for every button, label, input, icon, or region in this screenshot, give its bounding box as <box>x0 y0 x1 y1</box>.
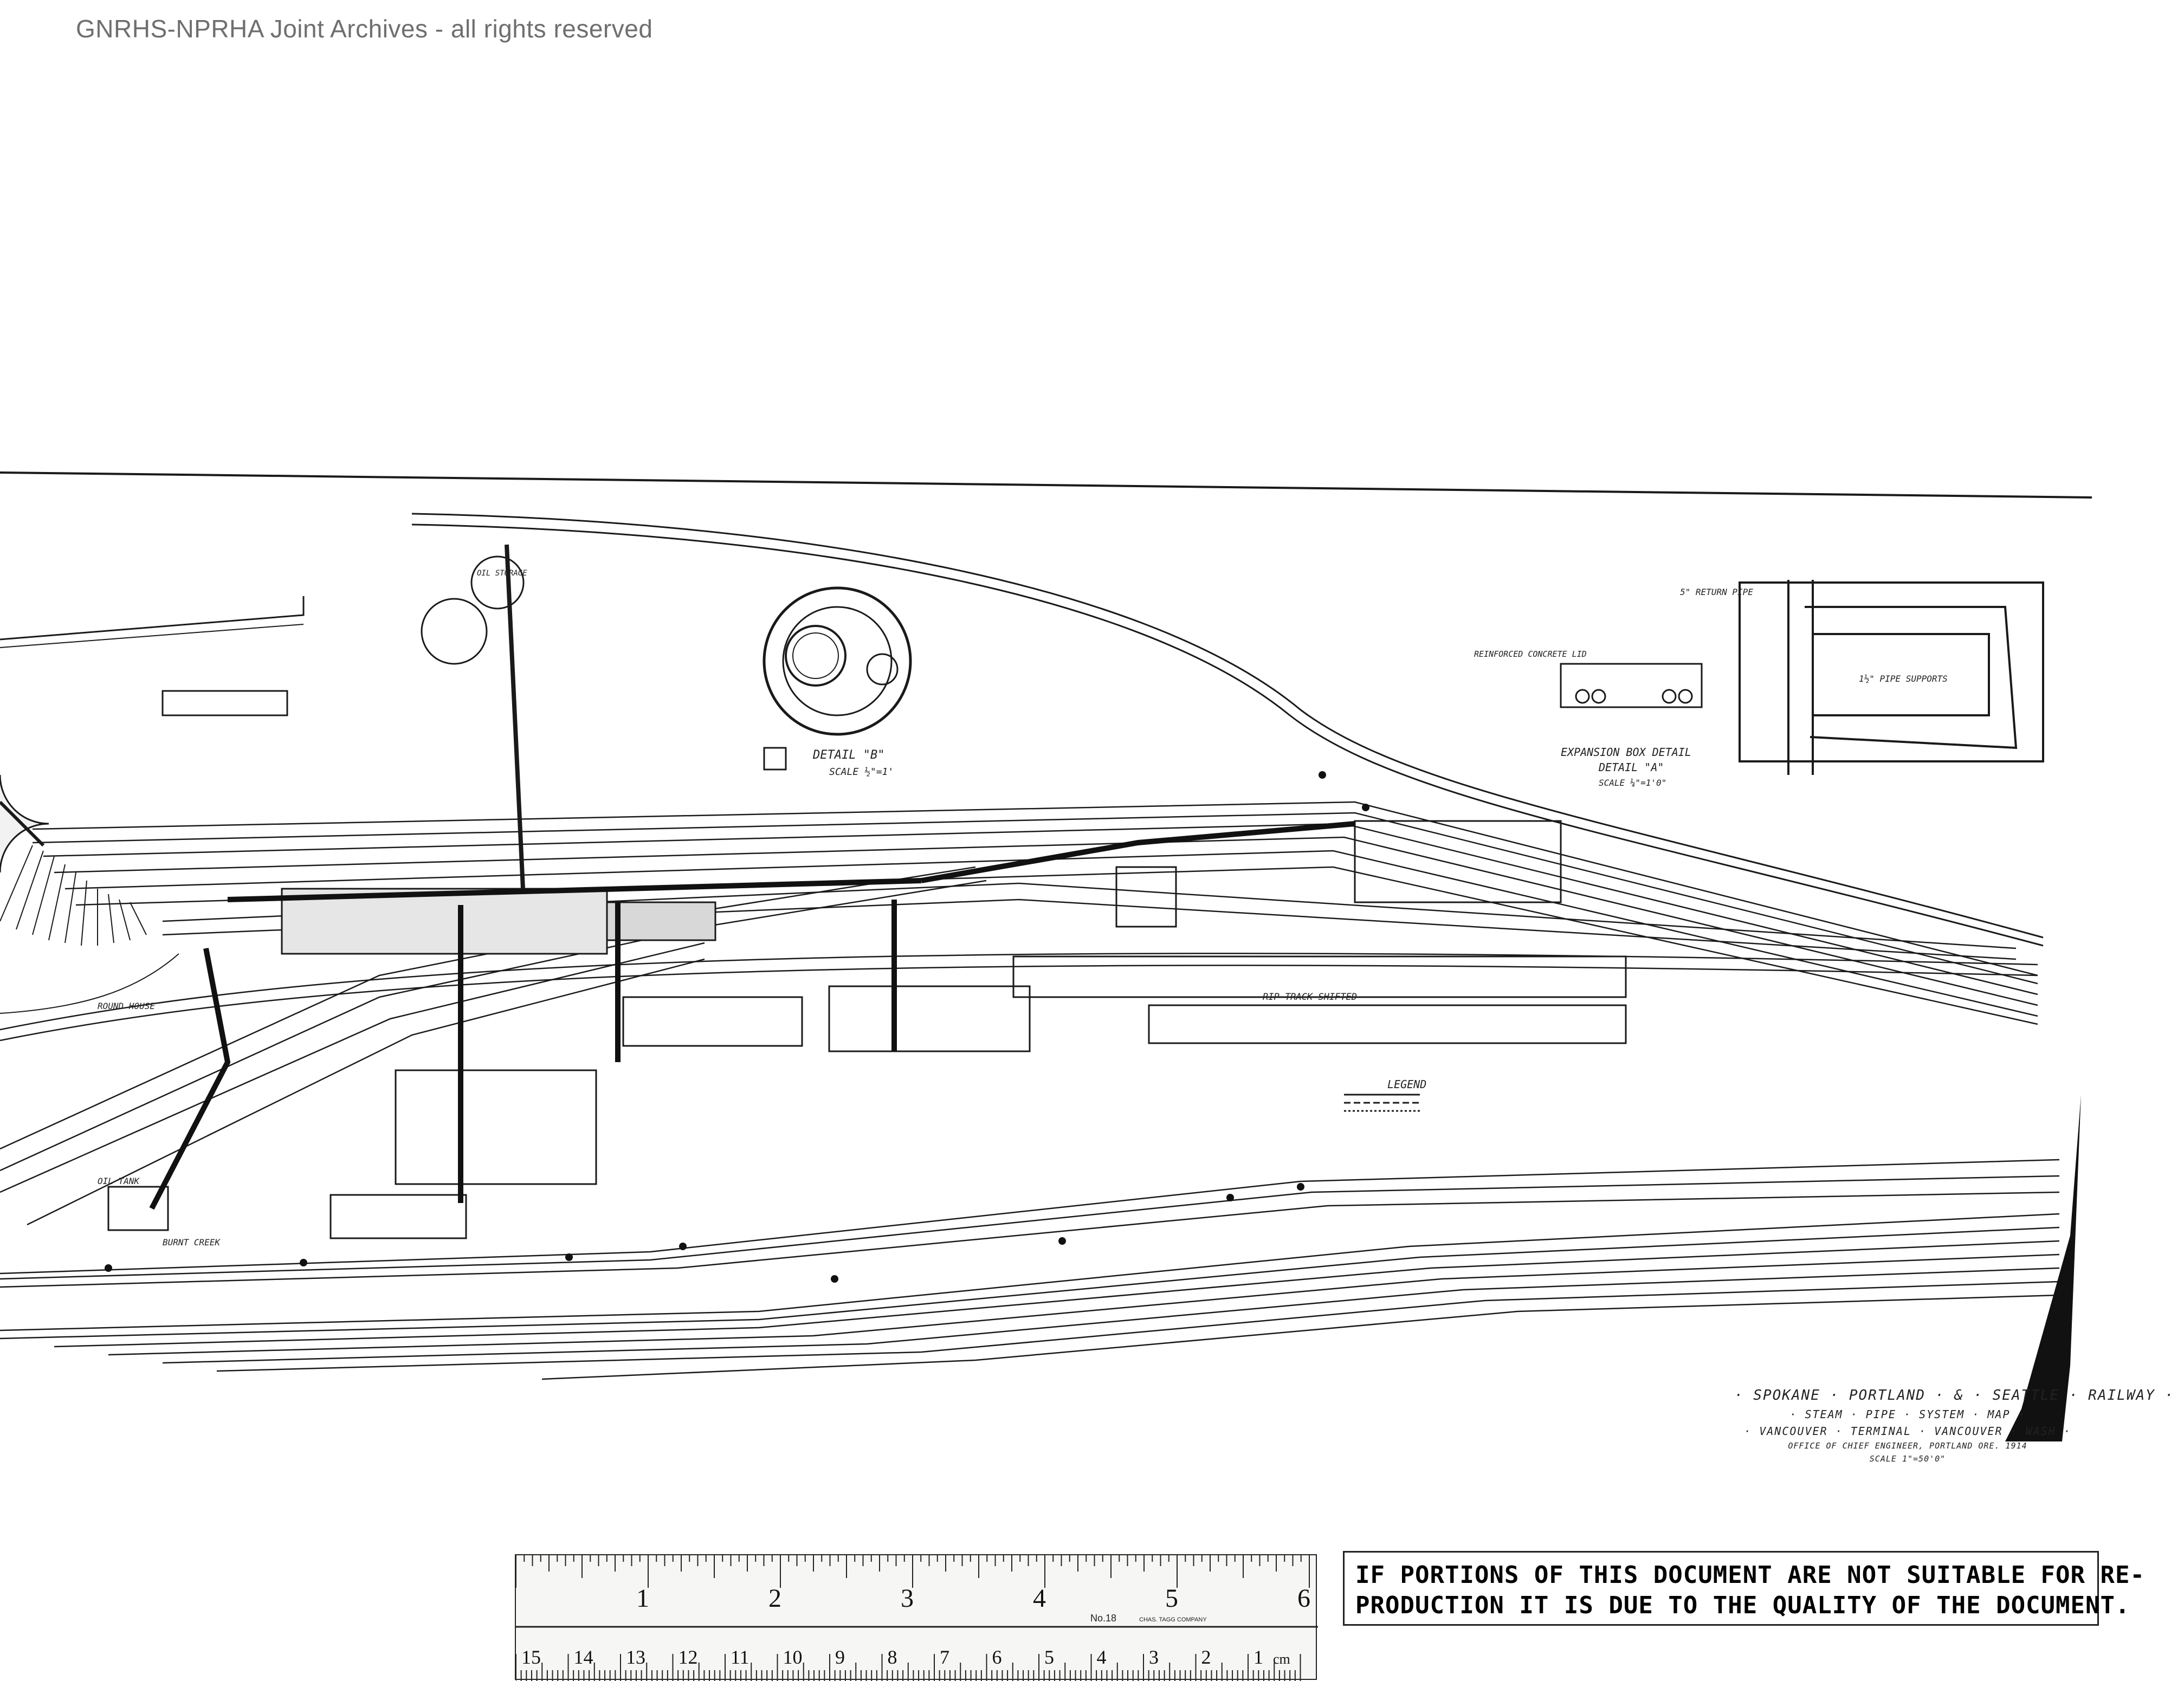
title-location: · VANCOUVER · TERMINAL · VANCOUVER · WAS… <box>1744 1425 2071 1438</box>
round-house-label: ROUND HOUSE <box>98 1001 155 1011</box>
cm-number: 5 <box>1044 1646 1054 1668</box>
inch-number: 6 <box>1297 1584 1310 1613</box>
inch-number: 4 <box>1033 1584 1046 1613</box>
cm-number: 12 <box>679 1646 698 1668</box>
cm-number: 6 <box>992 1646 1002 1668</box>
title-railway: · SPOKANE · PORTLAND · & · SEATTLE · RAI… <box>1734 1387 2175 1404</box>
cm-number: 15 <box>521 1646 541 1668</box>
cm-number: 9 <box>835 1646 845 1668</box>
upper-curve-track <box>411 513 2044 939</box>
switch-stand-dots <box>105 771 1369 1283</box>
cm-unit-label: cm <box>1273 1651 1290 1667</box>
cm-number: 10 <box>783 1646 803 1668</box>
concrete-lid-label: REINFORCED CONCRETE LID <box>1474 649 1587 659</box>
quality-notice: IF PORTIONS OF THIS DOCUMENT ARE NOT SUI… <box>1343 1551 2145 1626</box>
cm-number: 1 <box>1253 1646 1263 1668</box>
oil-tank-circle <box>470 555 525 610</box>
title-office: OFFICE OF CHIEF ENGINEER, PORTLAND ORE. … <box>1788 1441 2027 1451</box>
lower-yard-tracks <box>0 1159 2060 1380</box>
legend-label: LEGEND <box>1387 1078 1426 1091</box>
detail-b-scale: SCALE ½"=1' <box>829 766 894 778</box>
title-scale: SCALE 1"=50'0" <box>1869 1453 1946 1464</box>
inch-number: 5 <box>1165 1584 1178 1613</box>
expansion-box-label: EXPANSION BOX DETAIL <box>1561 746 1691 759</box>
ruler-maker: CHAS. TAGG COMPANY <box>1139 1617 1207 1623</box>
oil-tank-label: OIL TANK <box>98 1176 140 1186</box>
left-upper-track <box>0 596 305 641</box>
legend-lines <box>1344 1094 1420 1112</box>
notice-line-1: IF PORTIONS OF THIS DOCUMENT ARE NOT SUI… <box>1355 1561 2145 1589</box>
title-map-name: · STEAM · PIPE · SYSTEM · MAP · <box>1789 1408 2026 1421</box>
cm-number: 4 <box>1097 1646 1107 1668</box>
notice-line-2: PRODUCTION IT IS DUE TO THE QUALITY OF T… <box>1355 1592 2130 1619</box>
inch-number: 2 <box>768 1584 781 1613</box>
turntable <box>0 774 49 873</box>
cm-number: 13 <box>626 1646 645 1668</box>
cm-number: 11 <box>731 1646 749 1668</box>
return-pipe-label: 5" RETURN PIPE <box>1680 587 1753 597</box>
detail-a-label: DETAIL "A" <box>1598 761 1664 774</box>
detail-b-label: DETAIL "B" <box>812 748 884 762</box>
rip-track-label: RIP TRACK SHIFTED <box>1263 992 1357 1003</box>
oil-storage-label: OIL STORAGE <box>477 569 527 578</box>
pipe-line <box>505 544 525 889</box>
inch-number: 3 <box>901 1584 914 1613</box>
detail-a-scale: SCALE ¼"=1'0" <box>1599 778 1666 788</box>
sheet-border-line <box>0 471 2092 499</box>
burnt-creek-label: BURNT CREEK <box>163 1237 221 1247</box>
oil-tank-circle <box>421 598 488 665</box>
cm-number: 14 <box>574 1646 593 1668</box>
cm-number: 8 <box>888 1646 897 1668</box>
inch-number: 1 <box>636 1584 649 1613</box>
pipe-supports-label: 1½" PIPE SUPPORTS <box>1859 674 1948 684</box>
archive-watermark: GNRHS-NPRHA Joint Archives - all rights … <box>76 15 653 43</box>
cm-number: 3 <box>1149 1646 1159 1668</box>
torn-corner <box>2005 1095 2081 1441</box>
steam-pipe-runs <box>149 821 1355 1210</box>
expansion-box-detail <box>1739 580 2044 775</box>
detail-b-circle <box>763 586 912 736</box>
cm-number: 7 <box>940 1646 949 1668</box>
title-block: · SPOKANE · PORTLAND · & · SEATTLE · RAI… <box>1734 1385 2175 1465</box>
cm-number: 2 <box>1201 1646 1211 1668</box>
ruler-model: No.18 <box>1090 1613 1116 1624</box>
shop-buildings <box>107 690 1627 1239</box>
roundhouse-stalls <box>0 845 179 1014</box>
pipe-support-section <box>1560 663 1703 708</box>
